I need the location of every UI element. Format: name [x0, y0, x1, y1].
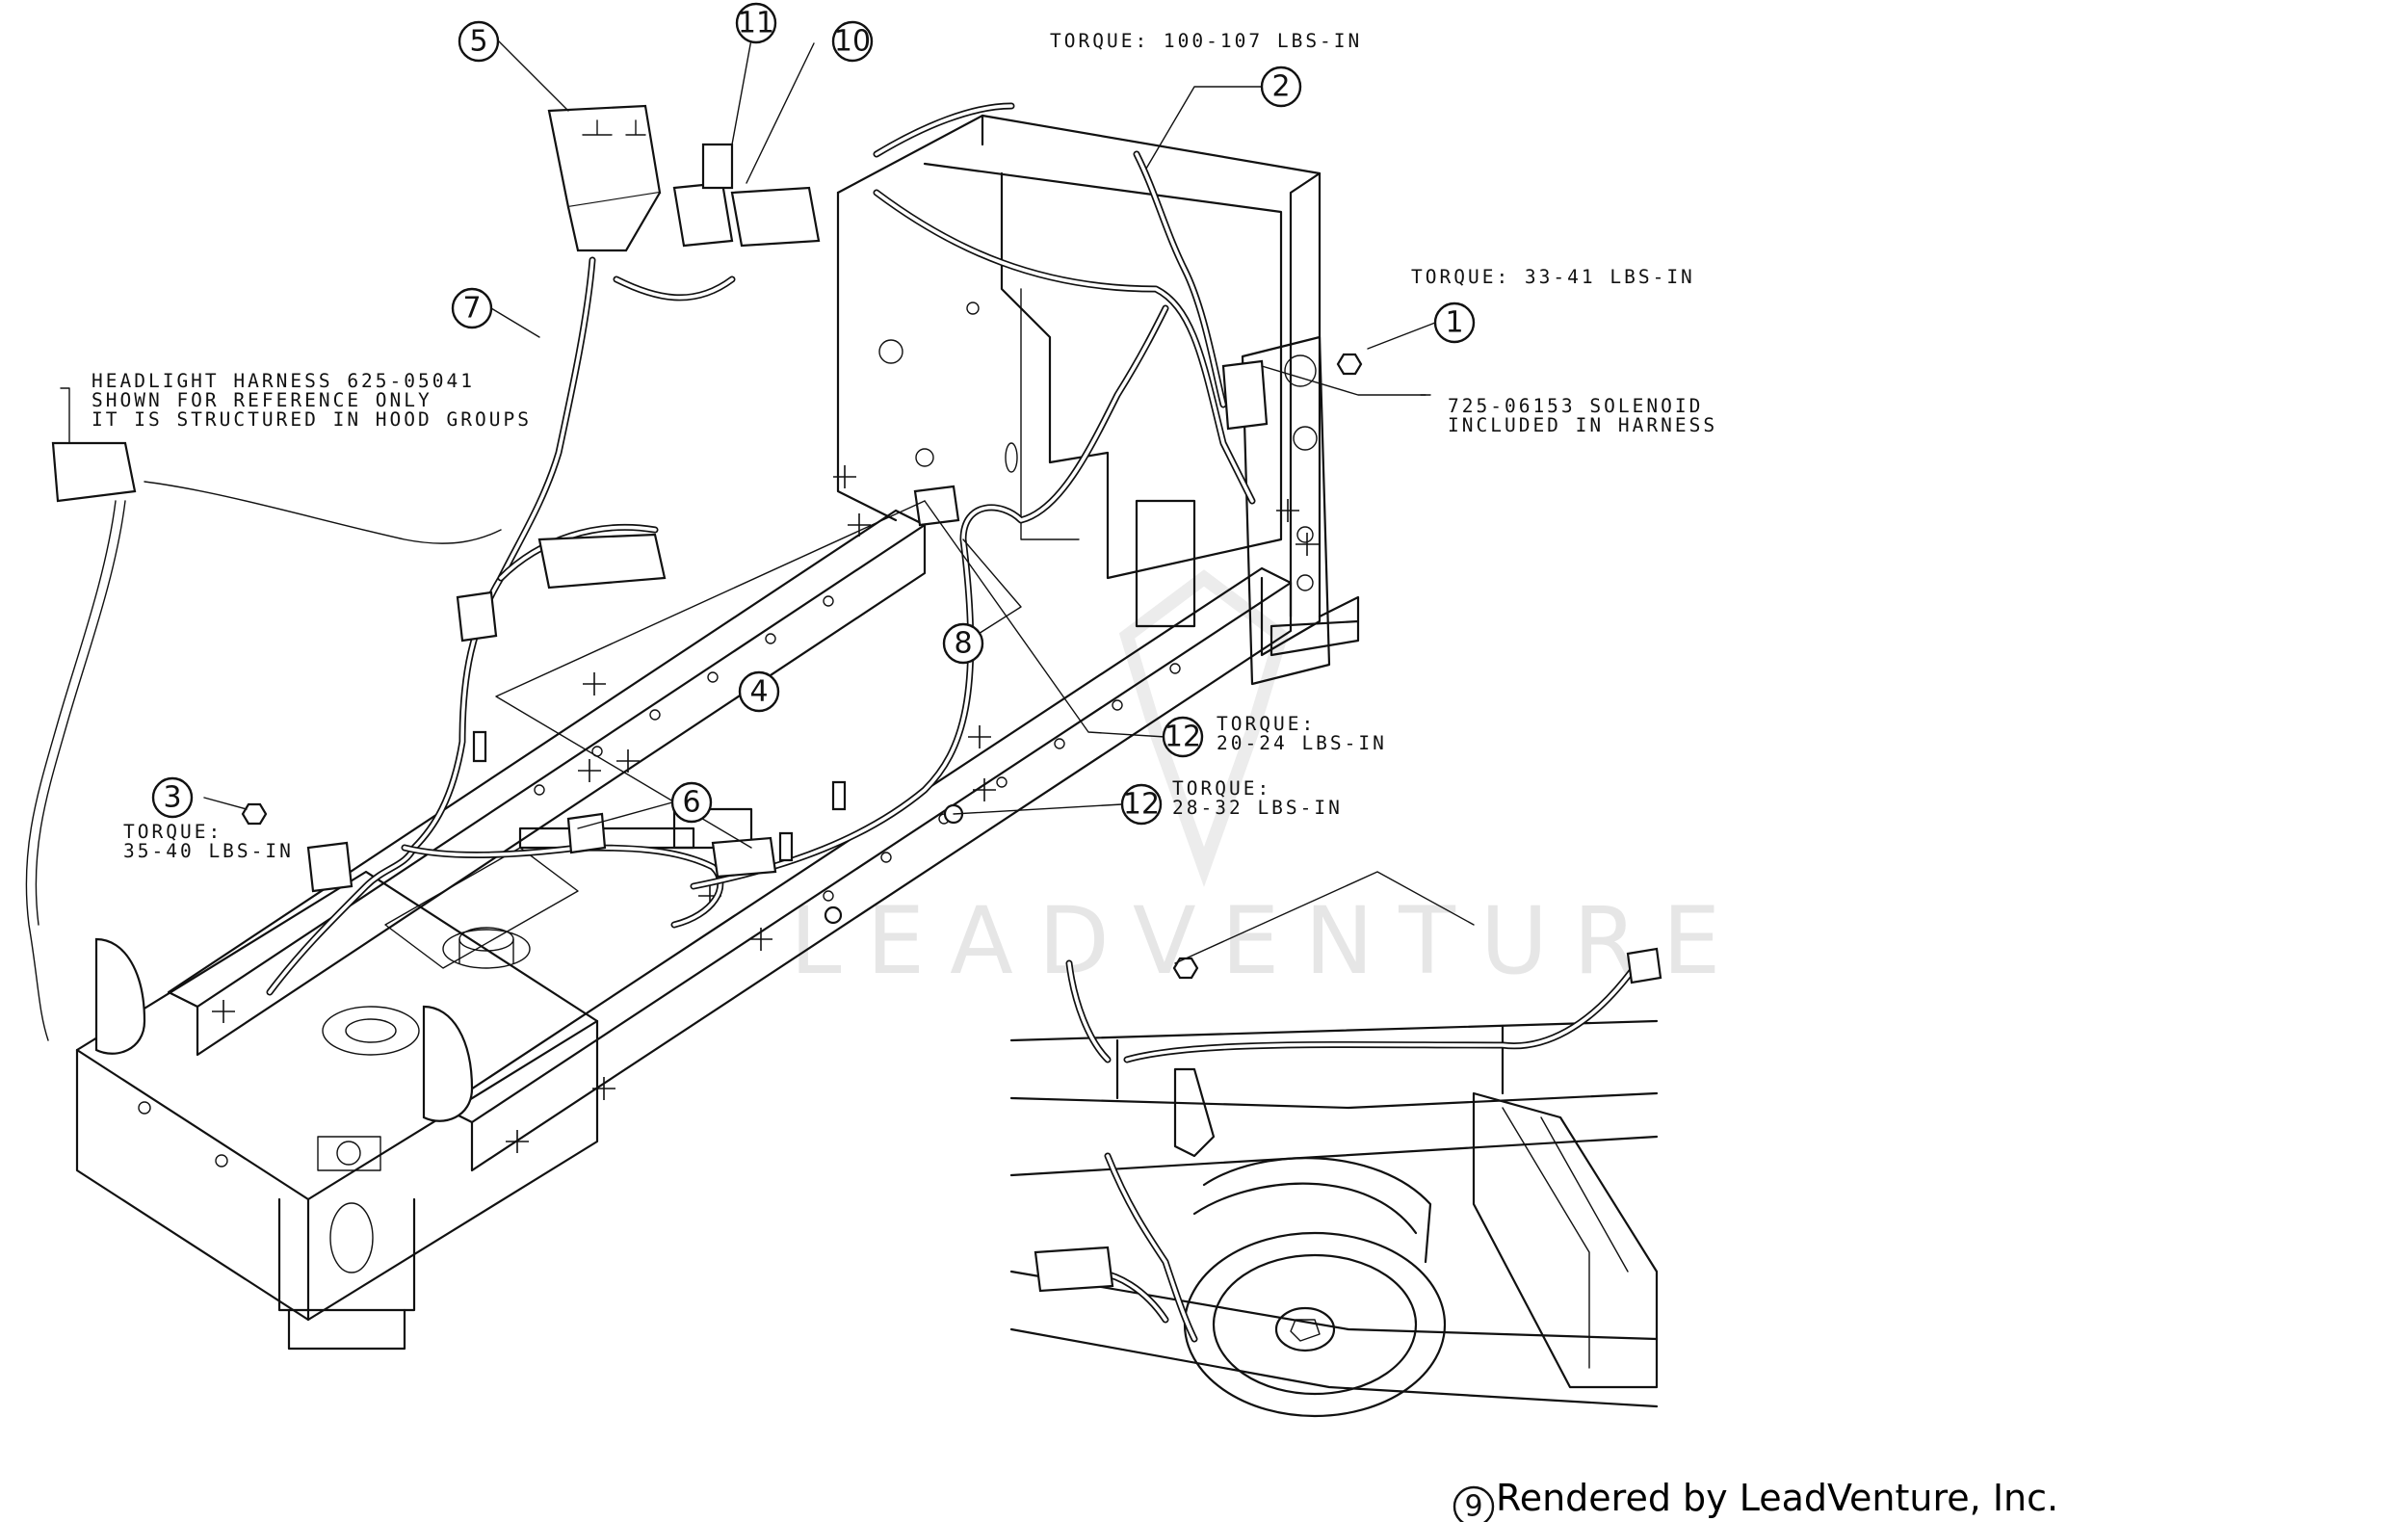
- svg-text:4: 4: [749, 675, 768, 709]
- svg-text:6: 6: [682, 786, 700, 820]
- headlight-note-line-1: HEADLIGHT HARNESS 625-05041: [92, 370, 475, 392]
- leader-lines: [60, 28, 1475, 964]
- callout-12a: 12: [1162, 716, 1204, 758]
- svg-text:3: 3: [163, 781, 181, 815]
- torque-note-3-line-2: 35-40 LBS-IN: [123, 840, 294, 862]
- watermark-text: LEADVENTURE: [790, 887, 1745, 995]
- callout-9: 9: [1453, 1485, 1495, 1522]
- headlight-note-line-2: SHOWN FOR REFERENCE ONLY: [92, 389, 432, 411]
- dash-tower: [836, 114, 1360, 686]
- svg-text:10: 10: [834, 25, 871, 59]
- annotations: TORQUE: 100-107 LBS-IN TORQUE: 33-41 LBS…: [92, 30, 1717, 862]
- callout-6: 6: [670, 781, 713, 824]
- assembly-marks: [212, 465, 1319, 1153]
- torque-note-12b-line-1: TORQUE:: [1172, 777, 1271, 800]
- torque-note-12a-line-2: 20-24 LBS-IN: [1217, 732, 1387, 754]
- callout-12b: 12: [1120, 783, 1163, 826]
- svg-text:8: 8: [954, 627, 972, 661]
- wiring-harness: [25, 102, 1256, 1041]
- torque-note-2: TORQUE: 100-107 LBS-IN: [1050, 30, 1362, 52]
- solenoid-note-line-2: INCLUDED IN HARNESS: [1448, 414, 1717, 436]
- svg-text:12: 12: [1165, 721, 1201, 754]
- callout-11: 11: [735, 2, 777, 44]
- rail-holes: [138, 595, 1181, 1168]
- callouts: 1 2 3 4 5 6 7 8 9 10 11 12 12: [151, 2, 1495, 1522]
- headlight-note-line-3: IT IS STRUCTURED IN HOOD GROUPS: [92, 408, 532, 431]
- watermark: LEADVENTURE: [790, 569, 1745, 995]
- solenoid-note-line-1: 725-06153 SOLENOID: [1448, 395, 1703, 417]
- callout-7: 7: [451, 287, 493, 329]
- callout-3: 3: [151, 776, 194, 819]
- svg-text:11: 11: [738, 7, 774, 40]
- torque-note-3-line-1: TORQUE:: [123, 821, 222, 843]
- svg-text:12: 12: [1123, 788, 1160, 822]
- callout-4: 4: [738, 670, 780, 713]
- svg-text:7: 7: [462, 292, 481, 326]
- components: [51, 104, 1363, 1122]
- svg-text:9: 9: [1464, 1490, 1482, 1522]
- callout-2: 2: [1260, 66, 1302, 108]
- svg-text:1: 1: [1445, 306, 1463, 340]
- torque-note-12b-line-2: 28-32 LBS-IN: [1172, 797, 1343, 819]
- callout-5: 5: [458, 20, 500, 63]
- inset-clutch-detail: [1009, 947, 1662, 1418]
- torque-note-1: TORQUE: 33-41 LBS-IN: [1411, 266, 1695, 288]
- callout-10: 10: [831, 20, 874, 63]
- torque-note-12a-line-1: TORQUE:: [1217, 713, 1316, 735]
- render-credit: Rendered by LeadVenture, Inc.: [1496, 1477, 2058, 1519]
- svg-text:5: 5: [469, 25, 487, 59]
- callout-1: 1: [1433, 302, 1476, 344]
- callout-8: 8: [942, 622, 984, 665]
- svg-text:2: 2: [1271, 70, 1290, 104]
